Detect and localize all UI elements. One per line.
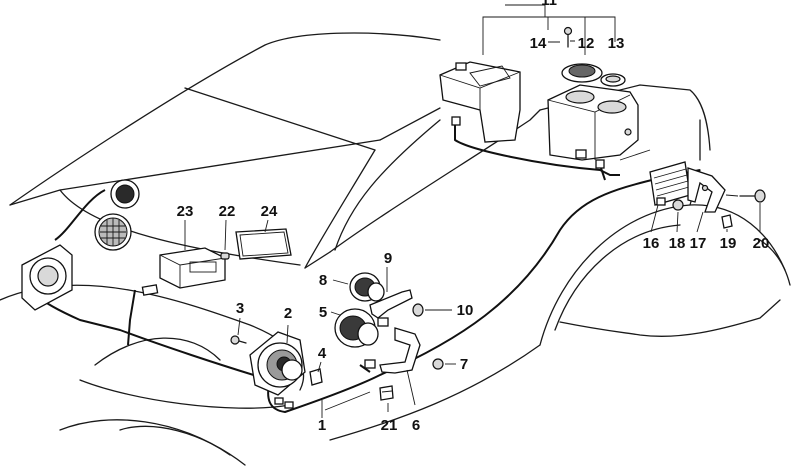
leader-lines — [184, 203, 761, 418]
front-speaker-2 — [249, 331, 306, 396]
screw-14 — [563, 26, 573, 48]
bracket-6 — [379, 327, 421, 374]
tweeter-speaker-upper — [110, 179, 140, 209]
label-18: 18 — [669, 235, 686, 252]
ring-13 — [600, 73, 626, 87]
label-2: 2 — [284, 305, 292, 322]
connector-4 — [309, 368, 323, 386]
label-11: 11 — [541, 0, 557, 9]
leader-11 — [482, 4, 616, 55]
label-14: 14 — [530, 35, 547, 52]
label-21: 21 — [381, 417, 398, 434]
door-speaker-left — [21, 244, 73, 311]
label-16: 16 — [643, 235, 660, 252]
radio-housing — [159, 244, 226, 289]
amplifier-16 — [649, 161, 691, 206]
label-23: 23 — [177, 203, 194, 220]
label-3: 3 — [236, 300, 244, 317]
bolt-20 — [725, 189, 766, 203]
label-6: 6 — [412, 417, 420, 434]
clip-21 — [379, 385, 394, 401]
connectors-lower — [274, 397, 294, 409]
connector-door — [141, 284, 159, 296]
label-12: 12 — [578, 35, 595, 52]
nut-7 — [432, 358, 444, 370]
screw-3 — [230, 335, 247, 345]
label-10: 10 — [457, 302, 474, 319]
tweeter-speaker-grille — [94, 213, 132, 251]
callout-labels: 1 2 3 4 5 6 7 8 9 10 11 12 13 14 16 18 1… — [177, 0, 770, 434]
speaker-8 — [349, 272, 385, 302]
subwoofer-box-right — [547, 84, 639, 161]
connector-mid — [364, 359, 376, 369]
label-4: 4 — [318, 345, 327, 362]
connector-rear — [451, 116, 605, 169]
label-24: 24 — [261, 203, 278, 220]
label-17: 17 — [690, 235, 707, 252]
panel-24 — [235, 228, 292, 260]
label-22: 22 — [219, 203, 236, 220]
nut-18 — [672, 199, 684, 211]
label-20: 20 — [753, 235, 770, 252]
subwoofer-box-left — [439, 61, 521, 143]
label-1: 1 — [318, 417, 326, 434]
bracket-17 — [687, 167, 726, 213]
label-8: 8 — [319, 272, 327, 289]
small-part-22 — [220, 252, 230, 260]
clip-19 — [721, 214, 733, 229]
label-7: 7 — [460, 356, 468, 373]
speaker-5 — [334, 308, 379, 348]
speaker-12 — [561, 63, 603, 83]
grommet-10 — [412, 303, 424, 317]
label-9: 9 — [384, 250, 392, 267]
label-19: 19 — [720, 235, 737, 252]
label-13: 13 — [608, 35, 625, 52]
label-5: 5 — [319, 304, 327, 321]
bracket-9 — [369, 289, 413, 327]
